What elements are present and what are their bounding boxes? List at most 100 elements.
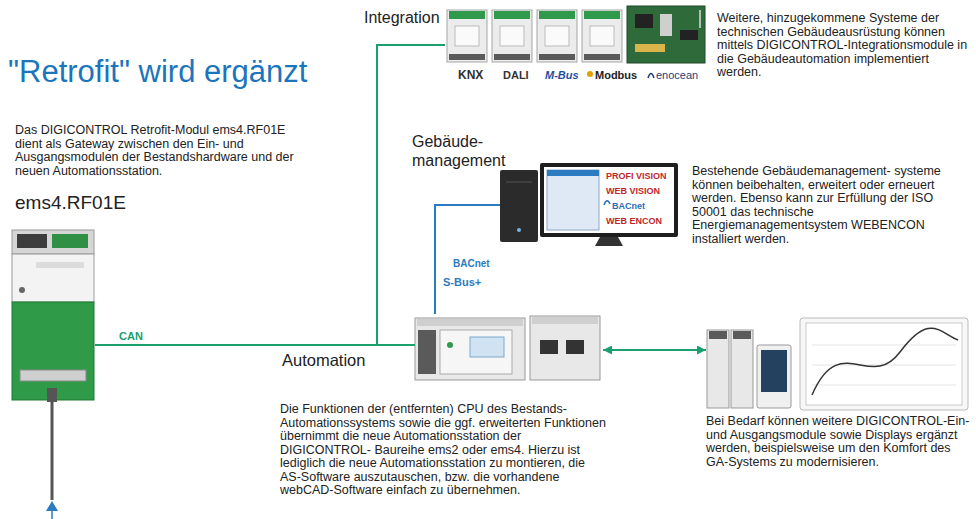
automation-station-part	[418, 330, 436, 374]
io-modules-part	[761, 350, 787, 392]
section-heading: Gebäude- management	[412, 132, 512, 170]
protocol-logo: M-Bus	[545, 68, 579, 82]
software-logo: WEB ENCON	[606, 216, 662, 227]
monitor-part	[547, 170, 599, 230]
io-modules-part	[709, 331, 727, 339]
section-heading: Automation	[282, 351, 365, 370]
connector-line	[603, 349, 706, 351]
description-text: Bei Bedarf können weitere DIGICONTROL-Ei…	[706, 415, 970, 469]
retrofit-module	[12, 230, 94, 402]
description-text: Weitere, hinzugekommene Systeme der tech…	[717, 12, 969, 80]
io-modules-part	[757, 345, 791, 408]
connector-line	[95, 344, 415, 346]
monitor-part	[544, 167, 674, 233]
monitor-part	[547, 170, 599, 176]
din-module-part	[545, 26, 569, 46]
software-logo: WEB VISION	[606, 186, 660, 197]
din-module	[492, 10, 532, 62]
automation-station-part	[440, 330, 512, 374]
circuit-board-part	[635, 14, 653, 28]
din-module-part	[590, 26, 614, 46]
din-module-part	[447, 10, 487, 62]
display-panel-part	[800, 318, 968, 410]
software-logo: BACnet	[612, 201, 645, 212]
cable-part	[46, 501, 58, 511]
din-module	[582, 10, 622, 62]
retrofit-module-part	[12, 230, 94, 254]
automation-station-node: AutomationDie Funktionen der (entfernten…	[415, 314, 603, 382]
protocol-logo: enocean	[656, 68, 698, 82]
retrofit-module-part	[52, 234, 88, 248]
din-module-part	[582, 10, 622, 62]
din-module-part	[492, 10, 532, 62]
circuit-board-part	[627, 6, 705, 63]
automation-station-part	[530, 316, 600, 380]
computer-tower-part	[500, 170, 538, 242]
din-module-part	[537, 10, 577, 62]
computer-tower-part	[517, 228, 521, 232]
protocol-label: BACnet	[453, 258, 490, 270]
automation-station-part	[447, 342, 453, 348]
retrofit-module-part	[36, 262, 84, 268]
display-panel-part	[812, 385, 956, 386]
description-text: Die Funktionen der (entfernten) CPU des …	[280, 403, 606, 498]
io-modules	[707, 330, 791, 408]
computer-tower	[500, 170, 538, 242]
section-heading: Integration	[364, 8, 440, 27]
retrofit-module-part	[47, 388, 57, 402]
monitor-part	[604, 201, 610, 205]
monitor-part	[595, 237, 623, 246]
din-module-part	[449, 54, 485, 60]
din-module-part	[584, 11, 620, 19]
io-modules-node: Bei Bedarf können weitere DIGICONTROL-Ei…	[706, 318, 970, 412]
retrofit-module-part	[19, 287, 25, 293]
protocol-logo: DALI	[503, 68, 529, 82]
automation-station-part	[470, 337, 504, 357]
display-panel-part	[806, 323, 962, 405]
bus-label: S-Bus+	[442, 276, 482, 289]
monitor-part	[540, 163, 678, 237]
automation-station-part	[532, 317, 598, 324]
io-modules-part	[733, 331, 751, 339]
retrofit-module-part	[12, 254, 94, 302]
description-text: Das DIGICONTROL Retrofit-Modul ems4.RF01…	[15, 124, 301, 178]
io-modules-part	[707, 330, 729, 408]
circuit-board-part	[699, 10, 701, 28]
logo-icon-part	[648, 74, 654, 79]
automation-station-part	[417, 319, 523, 326]
retrofit-module-node: Das DIGICONTROL Retrofit-Modul ems4.RF01…	[10, 228, 95, 402]
circuit-board	[627, 6, 705, 63]
din-module-part	[455, 26, 479, 46]
din-module-part	[539, 11, 575, 19]
page-title: "Retrofit" wird ergänzt	[8, 52, 307, 92]
din-module-part	[500, 26, 524, 46]
automation-station-part	[415, 318, 525, 380]
retrofit-module-part	[17, 234, 47, 248]
circuit-board-part	[680, 30, 698, 40]
retrofit-module-part	[12, 302, 94, 400]
protocol-logo: KNX	[458, 68, 483, 82]
display-panel-part	[812, 345, 956, 346]
din-module-part	[584, 54, 620, 60]
io-modules-part	[731, 330, 753, 408]
cable	[46, 402, 58, 519]
logo-icon-part	[587, 71, 593, 77]
description-text: Bestehende Gebäudemanagement- systeme kö…	[692, 165, 970, 246]
cable-part	[51, 402, 54, 500]
din-module-part	[449, 11, 485, 19]
automation-station-part	[540, 340, 558, 354]
circuit-board-part	[635, 44, 665, 52]
din-module-part	[494, 11, 530, 19]
connector-line	[435, 205, 500, 314]
automation-station-part	[566, 340, 584, 354]
bus-label: CAN	[118, 330, 144, 343]
computer-tower-part	[506, 182, 532, 183]
din-module-part	[494, 54, 530, 60]
din-module-part	[539, 54, 575, 60]
retrofit-module-part	[20, 370, 86, 381]
display-panel-part	[812, 328, 958, 395]
software-logo: PROFI VISION	[606, 171, 667, 182]
din-module	[447, 10, 487, 62]
integration-node: IntegrationKNXDALIM-BusModbusenoceanWeit…	[445, 4, 707, 94]
